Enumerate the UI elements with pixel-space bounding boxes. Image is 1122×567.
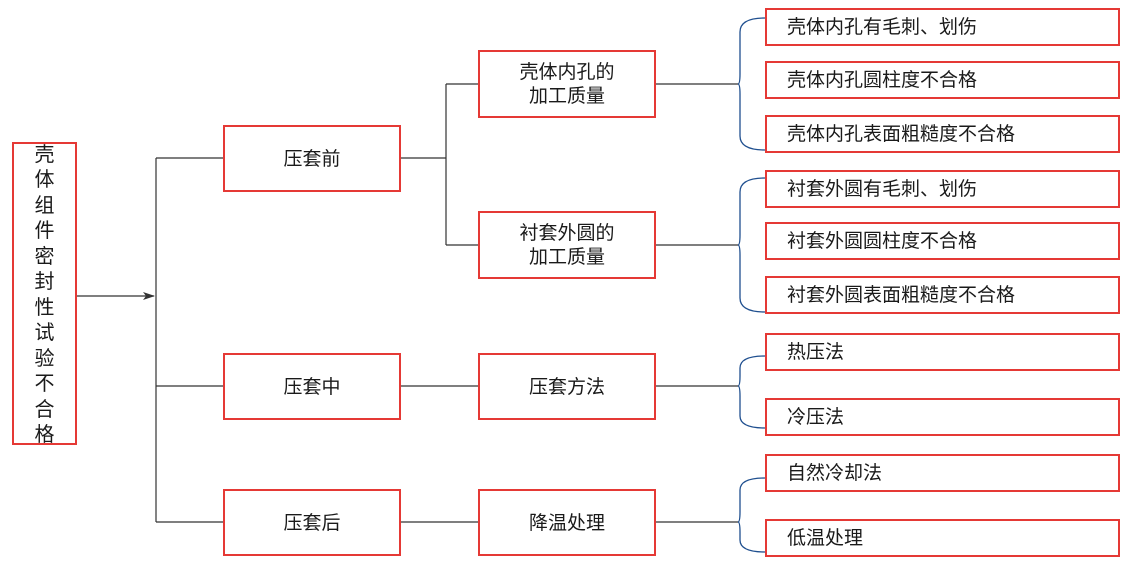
leaf-node-label: 冷压法 [787, 406, 845, 428]
leaf-node-label: 衬套外圆有毛刺、划伤 [787, 178, 978, 200]
stage-node-label: 压套中 [283, 375, 341, 398]
root-node-label: 壳 体 组 件 密 封 性 试 验 不 合 格 [34, 141, 55, 447]
leaf-node-label: 壳体内孔表面粗糙度不合格 [787, 123, 1016, 145]
brace-group2 [737, 177, 766, 313]
leaf-node-label: 衬套外圆圆柱度不合格 [787, 230, 978, 252]
group-node-press-method: 压套方法 [478, 353, 656, 420]
group-node-label: 壳体内孔的 加工质量 [519, 61, 615, 107]
leaf-node-label: 衬套外圆表面粗糙度不合格 [787, 284, 1016, 306]
group-node-label: 压套方法 [528, 375, 605, 398]
brace-group1 [737, 17, 766, 151]
leaf-node: 低温处理 [765, 519, 1120, 557]
brace-group3 [737, 355, 766, 429]
stage-node-mid: 压套中 [223, 353, 401, 420]
leaf-node: 衬套外圆表面粗糙度不合格 [765, 276, 1120, 314]
stage-node-post: 压套后 [223, 489, 401, 556]
leaf-node-label: 低温处理 [787, 527, 864, 549]
leaf-node-label: 自然冷却法 [787, 462, 883, 484]
stage-node-label: 压套后 [283, 511, 341, 534]
group-node-housing-bore: 壳体内孔的 加工质量 [478, 50, 656, 118]
group-node-label: 降温处理 [528, 511, 605, 534]
leaf-node: 壳体内孔表面粗糙度不合格 [765, 115, 1120, 153]
leaf-node: 自然冷却法 [765, 454, 1120, 492]
root-node: 壳 体 组 件 密 封 性 试 验 不 合 格 [12, 141, 77, 447]
leaf-node: 衬套外圆圆柱度不合格 [765, 222, 1120, 260]
group-node-label: 衬套外圆的 加工质量 [519, 222, 615, 268]
stage-node-label: 压套前 [283, 147, 341, 170]
leaf-node-label: 壳体内孔圆柱度不合格 [787, 69, 978, 91]
leaf-node: 热压法 [765, 333, 1120, 371]
leaf-node-label: 壳体内孔有毛刺、划伤 [787, 16, 978, 38]
stage-node-pre: 压套前 [223, 125, 401, 192]
leaf-node: 壳体内孔有毛刺、划伤 [765, 8, 1120, 46]
leaf-node: 冷压法 [765, 398, 1120, 436]
leaf-node: 衬套外圆有毛刺、划伤 [765, 170, 1120, 208]
leaf-node: 壳体内孔圆柱度不合格 [765, 61, 1120, 99]
leaf-node-label: 热压法 [787, 341, 845, 363]
group-node-cooling: 降温处理 [478, 489, 656, 556]
group-node-sleeve-outer: 衬套外圆的 加工质量 [478, 211, 656, 279]
brace-group4 [737, 477, 766, 553]
